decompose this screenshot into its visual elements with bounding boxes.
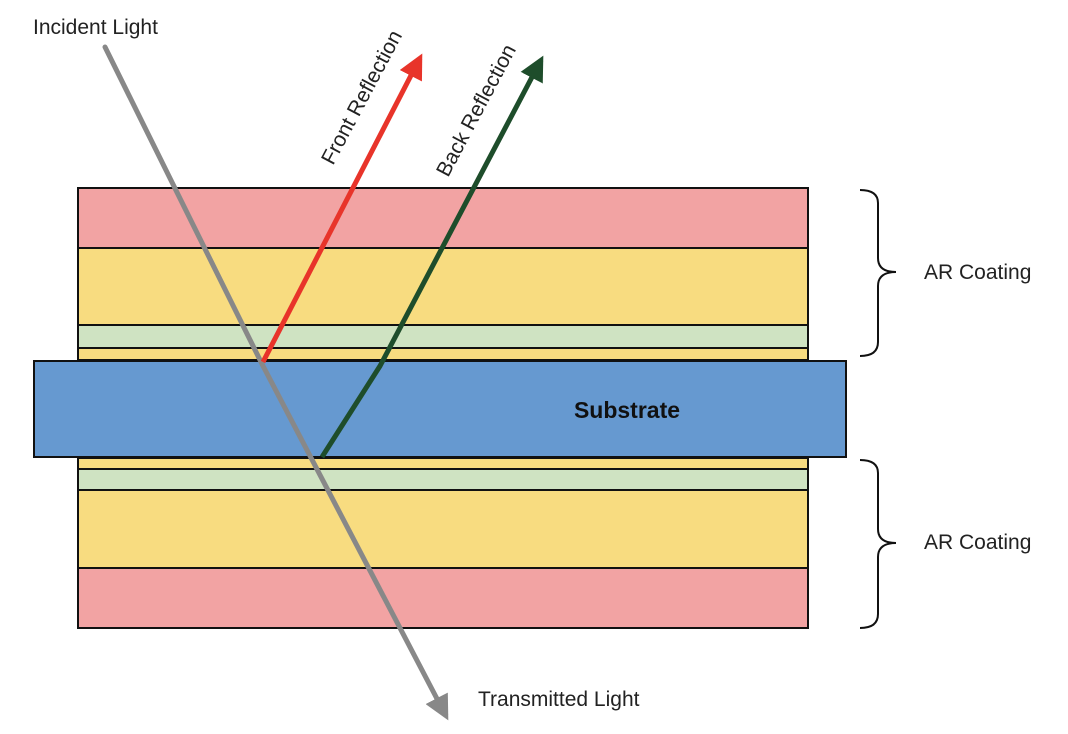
front-reflection-ray bbox=[260, 53, 423, 364]
top-ar-coating-stack bbox=[77, 187, 809, 361]
bottom-layer-red bbox=[77, 567, 809, 629]
bottom-layer-yellow bbox=[77, 489, 809, 569]
front-reflection-label: Front Reflection bbox=[317, 27, 407, 169]
incident-light-label: Incident Light bbox=[33, 16, 158, 39]
top-layer-green bbox=[77, 324, 809, 349]
bottom-layer-green bbox=[77, 468, 809, 491]
transmitted-light-label: Transmitted Light bbox=[478, 688, 640, 711]
bottom-ar-coating-stack bbox=[77, 457, 809, 629]
top-layer-thin-yellow bbox=[77, 347, 809, 361]
bottom-ar-coating-brace bbox=[859, 459, 897, 629]
substrate-block bbox=[33, 360, 847, 458]
incident-light-ray bbox=[102, 44, 265, 367]
back-reflection-ray bbox=[319, 55, 544, 459]
substrate-label: Substrate bbox=[574, 397, 680, 423]
back-reflection-label: Back Reflection bbox=[432, 41, 521, 181]
transmitted-light-ray bbox=[259, 362, 449, 721]
bottom-ar-coating-label: AR Coating bbox=[924, 531, 1031, 554]
bottom-layer-thin-yellow bbox=[77, 457, 809, 470]
top-layer-yellow bbox=[77, 247, 809, 326]
top-ar-coating-label: AR Coating bbox=[924, 261, 1031, 284]
top-ar-coating-brace bbox=[859, 189, 897, 357]
